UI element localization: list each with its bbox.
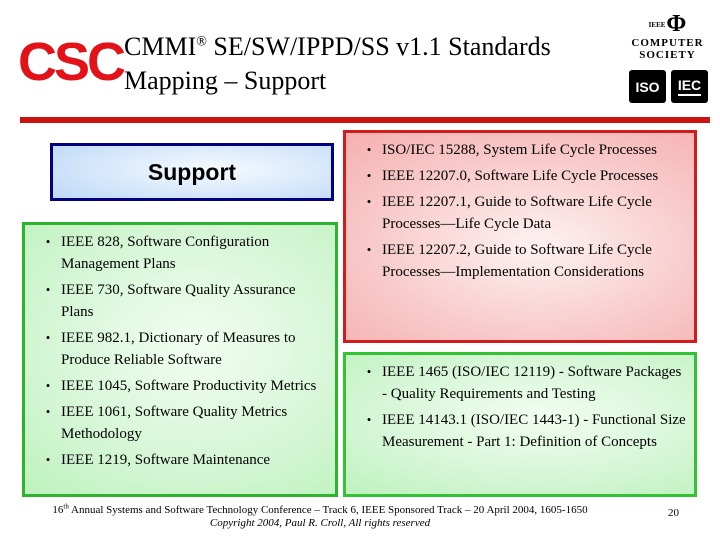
bullet-icon: • <box>366 242 372 257</box>
list-item-text: IEEE 12207.0, Software Life Cycle Proces… <box>382 168 659 184</box>
title-suffix: SE/SW/IPPD/SS v1.1 Standards <box>206 32 551 61</box>
list-item: • IEEE 828, Software Configuration Manag… <box>35 231 331 275</box>
list-item-text: IEEE 1061, Software Quality Metrics Meth… <box>61 404 288 442</box>
list-item-text: IEEE 1045, Software Productivity Metrics <box>61 378 317 394</box>
list-item: • IEEE 12207.1, Guide to Software Life C… <box>356 191 690 235</box>
list-item: • IEEE 12207.2, Guide to Software Life C… <box>356 239 690 283</box>
list-item: • IEEE 14143.1 (ISO/IEC 1443-1) - Functi… <box>356 409 690 453</box>
footer-ordinal: th <box>63 502 69 511</box>
title-line-2: Mapping – Support <box>124 66 327 95</box>
list-item-text: IEEE 12207.1, Guide to Software Life Cyc… <box>382 194 652 232</box>
title-prefix: CMMI <box>124 32 197 61</box>
registered-mark: ® <box>196 34 207 50</box>
list-item-text: IEEE 828, Software Configuration Managem… <box>61 234 270 272</box>
list-item: • ISO/IEC 15288, System Life Cycle Proce… <box>356 139 690 161</box>
society-label: SOCIETY <box>639 49 696 62</box>
title-line-1: CMMI® SE/SW/IPPD/SS v1.1 Standards <box>124 30 614 64</box>
list-item-text: IEEE 1465 (ISO/IEC 12119) - Software Pac… <box>382 364 682 402</box>
support-label: Support <box>147 158 237 185</box>
list-item: • IEEE 1061, Software Quality Metrics Me… <box>35 401 331 445</box>
bullet-icon: • <box>366 412 372 427</box>
footer: 16th Annual Systems and Software Technol… <box>20 502 620 530</box>
phi-icon: IEEEΦ <box>620 12 715 37</box>
list-item: • IEEE 1219, Software Maintenance <box>35 449 331 471</box>
phi-glyph: Φ <box>666 11 687 37</box>
ieee-small-label: IEEE <box>648 21 666 30</box>
copyright-line: Copyright 2004, Paul R. Croll, All right… <box>209 517 431 529</box>
bullet-icon: • <box>366 142 372 157</box>
csc-logo: CSC <box>18 32 126 92</box>
iso-badge: ISO <box>629 70 666 103</box>
bullet-icon: • <box>45 282 51 297</box>
computer-label: COMPUTER <box>631 37 704 50</box>
list-item-text: IEEE 14143.1 (ISO/IEC 1443-1) - Function… <box>382 412 686 450</box>
page-title: CMMI® SE/SW/IPPD/SS v1.1 Standards Mappi… <box>124 30 614 98</box>
bullet-icon: • <box>45 330 51 345</box>
iec-badge: IEC <box>671 70 708 103</box>
list-item-text: IEEE 730, Software Quality Assurance Pla… <box>61 282 296 320</box>
footer-text: Annual Systems and Software Technology C… <box>68 504 588 516</box>
list-item: • IEEE 1045, Software Productivity Metri… <box>35 375 331 397</box>
list-item: • IEEE 12207.0, Software Life Cycle Proc… <box>356 165 690 187</box>
list-item: • IEEE 982.1, Dictionary of Measures to … <box>35 327 331 371</box>
bullet-icon: • <box>366 168 372 183</box>
list-item-text: ISO/IEC 15288, System Life Cycle Process… <box>382 142 657 158</box>
iso-badge-label: ISO <box>635 78 660 95</box>
bullet-icon: • <box>366 364 372 379</box>
list-item-text: IEEE 1219, Software Maintenance <box>61 452 271 468</box>
quality-standards-box: • IEEE 1465 (ISO/IEC 12119) - Software P… <box>343 352 697 497</box>
support-header-box: Support <box>50 143 334 201</box>
standards-badges: ISO IEC <box>629 70 708 103</box>
bullet-icon: • <box>45 234 51 249</box>
iso-iec-standards-box: • ISO/IEC 15288, System Life Cycle Proce… <box>343 130 697 343</box>
iec-badge-label: IEC <box>677 77 702 96</box>
bullet-icon: • <box>366 194 372 209</box>
ieee-computer-society-logo: IEEEΦ COMPUTER SOCIETY <box>620 12 715 61</box>
list-item-text: IEEE 982.1, Dictionary of Measures to Pr… <box>61 330 296 368</box>
footer-number: 16 <box>52 504 64 516</box>
header-divider <box>20 117 710 123</box>
bullet-icon: • <box>45 378 51 393</box>
page-number: 20 <box>668 507 679 519</box>
list-item-text: IEEE 12207.2, Guide to Software Life Cyc… <box>382 242 652 280</box>
bullet-icon: • <box>45 452 51 467</box>
conference-line: 16th Annual Systems and Software Technol… <box>20 502 620 517</box>
ieee-standards-box: • IEEE 828, Software Configuration Manag… <box>22 222 338 497</box>
list-item: • IEEE 1465 (ISO/IEC 12119) - Software P… <box>356 361 690 405</box>
bullet-icon: • <box>45 404 51 419</box>
list-item: • IEEE 730, Software Quality Assurance P… <box>35 279 331 323</box>
